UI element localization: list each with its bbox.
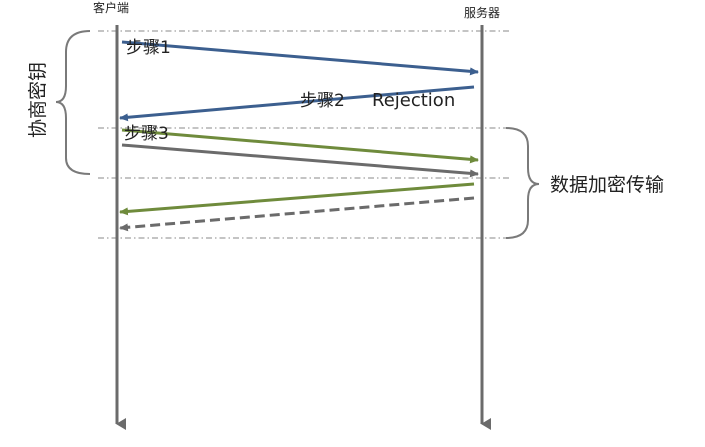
server-label: 服务器	[464, 5, 500, 20]
step2-arrow	[119, 85, 475, 122]
step2-rejection-label: Rejection	[372, 90, 455, 111]
transfer-brace	[505, 127, 540, 239]
step2-label: 步骤2	[300, 91, 345, 111]
transfer-arrow-gray-dashed	[119, 196, 475, 232]
transfer-arrow-green	[119, 182, 475, 216]
step1-arrow	[121, 40, 479, 76]
step3-arrow-green	[121, 128, 479, 164]
client-label: 客户端	[93, 0, 129, 15]
step3-arrow-gray	[121, 143, 479, 178]
step3-label: 步骤3	[124, 124, 169, 144]
transfer-phase-label: 数据加密传输	[550, 174, 664, 196]
step1-label: 步骤1	[126, 38, 171, 58]
negotiation-phase-label: 协商密钥	[27, 62, 49, 138]
negotiation-brace	[55, 30, 91, 175]
